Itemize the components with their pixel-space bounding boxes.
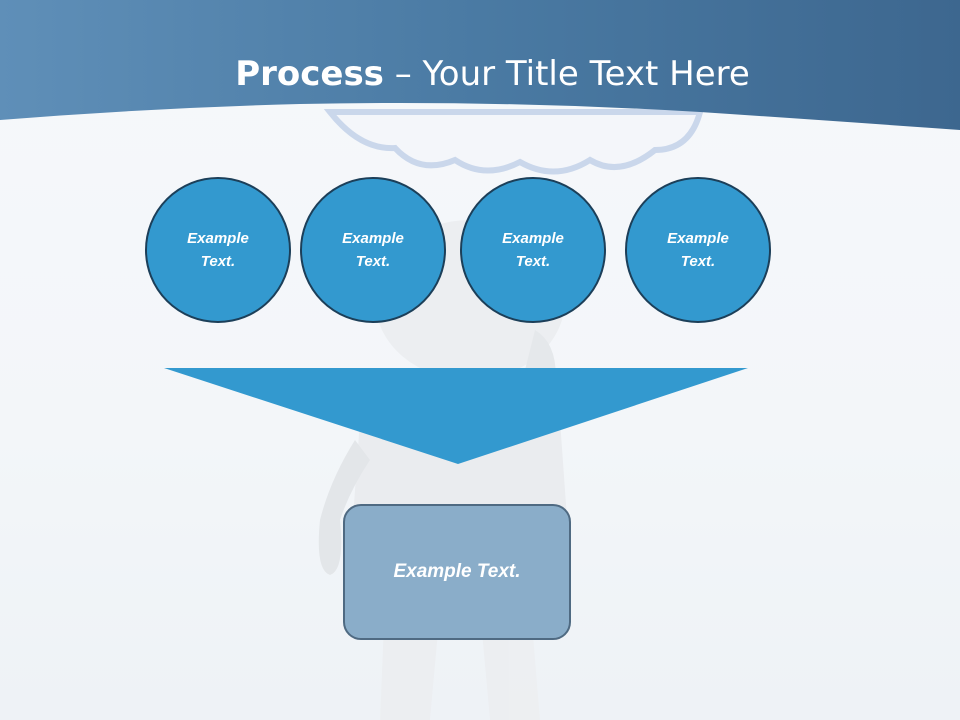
result-box: Example Text.: [343, 504, 571, 640]
step-label-3: Example Text.: [502, 230, 564, 270]
step-label-4: Example Text.: [667, 230, 729, 270]
step-label-1: Example Text.: [187, 230, 249, 270]
step-label-2: Example Text.: [342, 230, 404, 270]
step-circle-2: Example Text.: [300, 177, 446, 323]
title-rest: – Your Title Text Here: [383, 54, 750, 94]
step-circle-4: Example Text.: [625, 177, 771, 323]
funnel-arrow: [164, 368, 748, 464]
result-label: Example Text.: [393, 561, 521, 582]
header-banner: [0, 0, 960, 130]
title-bold: Process: [235, 54, 384, 94]
page-title: Process – Your Title Text Here: [0, 52, 960, 96]
step-circle-3: Example Text.: [460, 177, 606, 323]
step-circle-1: Example Text.: [145, 177, 291, 323]
